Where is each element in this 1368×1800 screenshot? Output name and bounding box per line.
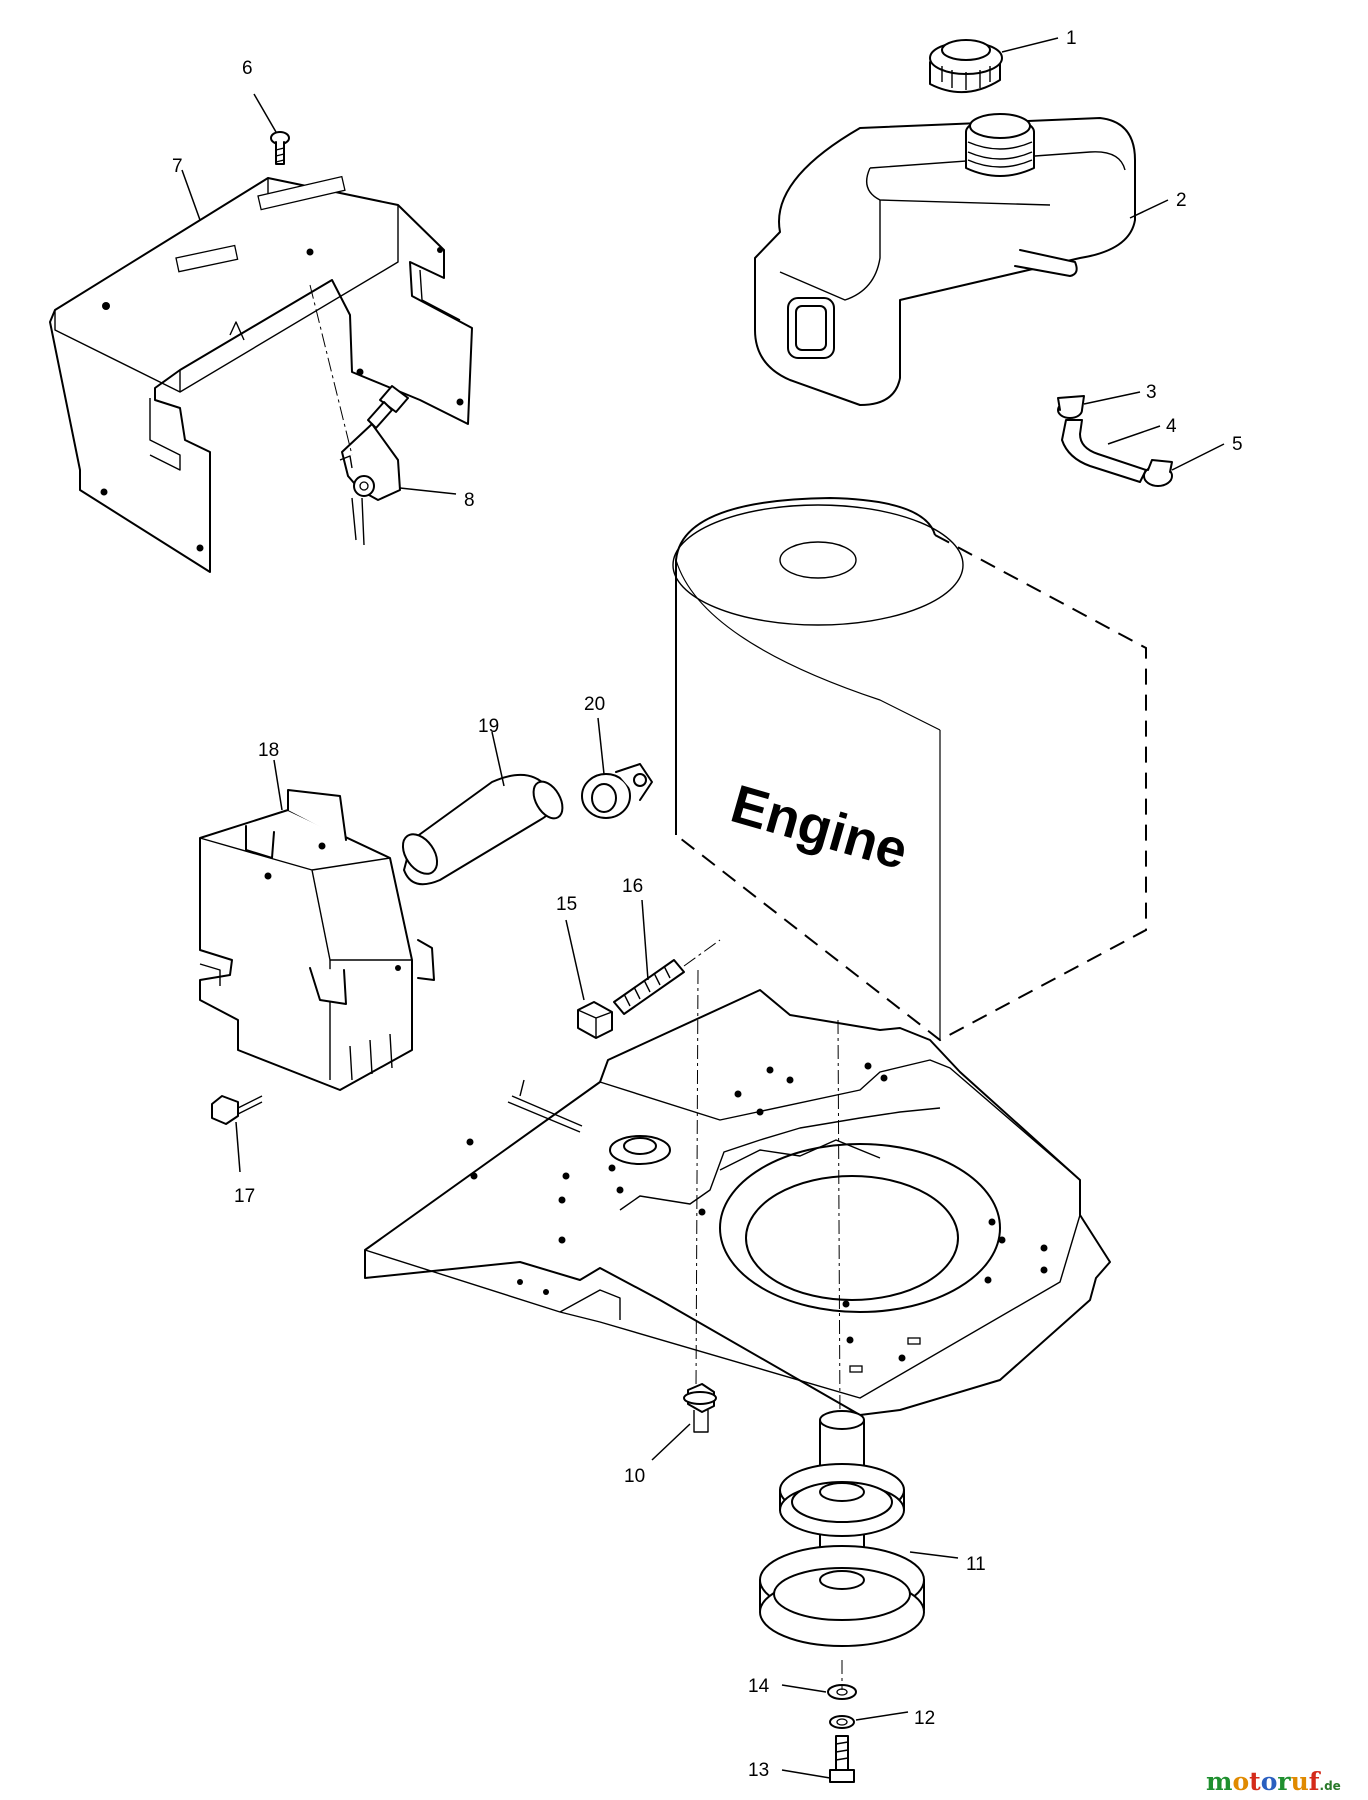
bolt-17 bbox=[211, 1095, 263, 1125]
callout-5: 5 bbox=[1232, 434, 1243, 455]
fuel-hose-assembly bbox=[1057, 395, 1173, 487]
callout-18: 18 bbox=[258, 740, 279, 761]
callout-19: 19 bbox=[478, 716, 499, 737]
callout-17: 17 bbox=[234, 1186, 255, 1207]
bolt-13 bbox=[829, 1735, 855, 1783]
nut-15 bbox=[577, 1001, 613, 1039]
engine-pulley bbox=[759, 1410, 925, 1647]
chassis-frame bbox=[364, 989, 1111, 1416]
callout-16: 16 bbox=[622, 876, 643, 897]
fuel-tank bbox=[754, 113, 1136, 406]
callout-4: 4 bbox=[1166, 416, 1177, 437]
callout-6: 6 bbox=[242, 58, 253, 79]
callout-1: 1 bbox=[1066, 28, 1077, 49]
dash-panel bbox=[49, 175, 473, 573]
stud-16 bbox=[613, 939, 721, 1015]
callout-11: 11 bbox=[966, 1554, 986, 1575]
heat-shield bbox=[199, 789, 435, 1091]
callout-7: 7 bbox=[172, 156, 183, 177]
callout-20: 20 bbox=[584, 694, 605, 715]
screw-6 bbox=[270, 131, 290, 165]
watermark-text: motoruf.de bbox=[1206, 1767, 1341, 1796]
bolt-10 bbox=[683, 1383, 717, 1433]
engine-block: Engine bbox=[672, 497, 1147, 1042]
callout-15: 15 bbox=[556, 894, 577, 915]
fuel-cap bbox=[929, 39, 1003, 94]
watermark-logo: motoruf.de bbox=[1206, 1767, 1341, 1796]
callout-13: 13 bbox=[748, 1760, 769, 1781]
washer-14 bbox=[827, 1684, 857, 1700]
callout-12: 12 bbox=[914, 1708, 935, 1729]
air-hose bbox=[401, 774, 564, 886]
callout-2: 2 bbox=[1176, 190, 1187, 211]
lock-washer-12 bbox=[829, 1715, 855, 1729]
callout-3: 3 bbox=[1146, 382, 1157, 403]
callout-numbers: 1 2 3 4 5 6 7 8 10 11 12 13 14 15 16 17 … bbox=[172, 28, 1243, 1781]
callout-14: 14 bbox=[748, 1676, 770, 1697]
callout-8: 8 bbox=[464, 490, 475, 511]
throttle-control bbox=[339, 385, 409, 546]
leader-lines bbox=[181, 37, 1225, 1779]
callout-10: 10 bbox=[624, 1466, 645, 1487]
hose-clamp-20 bbox=[581, 763, 653, 819]
